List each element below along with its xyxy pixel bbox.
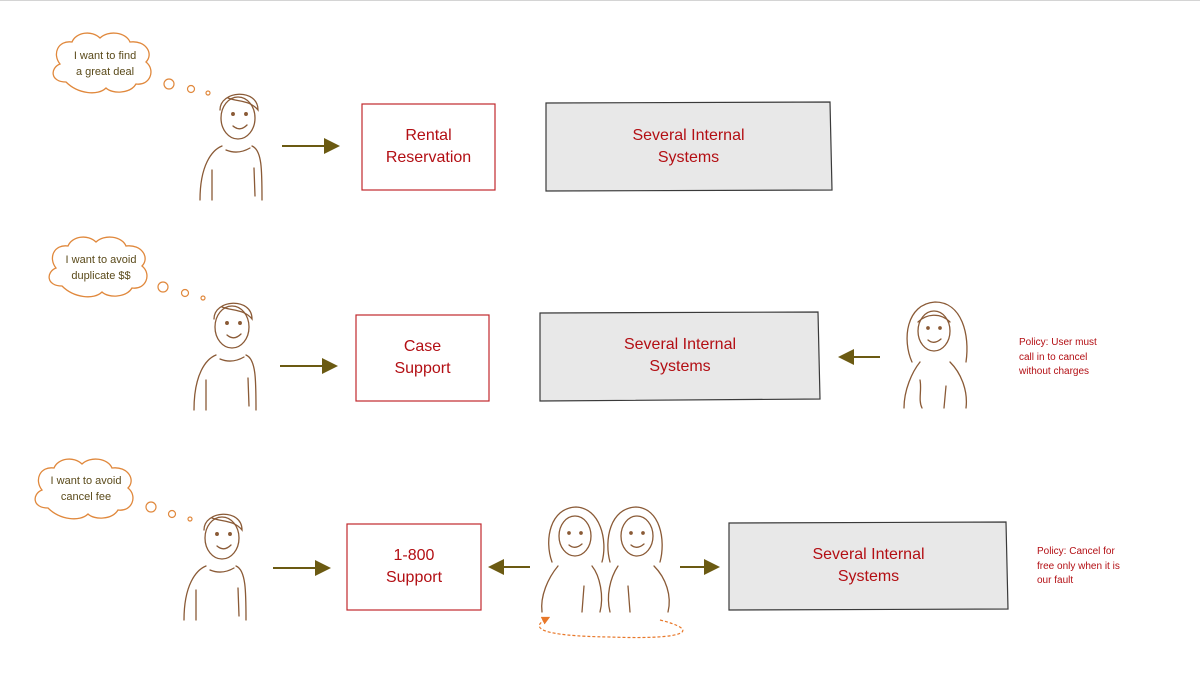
internal-systems-box-1[interactable] bbox=[545, 101, 833, 192]
internal-systems-label: Several Internal Systems bbox=[623, 336, 737, 375]
case-support-label: Case Support bbox=[394, 338, 451, 377]
internal-systems-label: Several Internal Systems bbox=[632, 127, 745, 166]
cycle-arrow-icon bbox=[538, 616, 684, 639]
case-support-box[interactable] bbox=[355, 314, 490, 402]
man-figure-icon bbox=[183, 513, 247, 621]
internal-systems-box-3[interactable] bbox=[728, 521, 1009, 611]
man-figure-icon bbox=[193, 302, 257, 411]
thought-cloud-icon bbox=[48, 236, 206, 301]
internal-systems-label: Several Internal Systems bbox=[812, 546, 925, 585]
thought-cloud-icon bbox=[34, 458, 193, 522]
thought-cloud-icon bbox=[52, 32, 211, 96]
rental-reservation-label: Rental Reservation bbox=[385, 127, 472, 166]
internal-systems-box-2[interactable] bbox=[539, 311, 821, 402]
policy-note: Policy: User must call in to cancel with… bbox=[1019, 337, 1097, 377]
two-women-figure-icon bbox=[541, 506, 670, 613]
policy-note: Policy: Cancel for free only when it is … bbox=[1037, 546, 1120, 586]
top-divider bbox=[0, 0, 1200, 1]
toll-free-support-box[interactable] bbox=[346, 523, 482, 611]
rental-reservation-box[interactable] bbox=[361, 103, 496, 191]
man-figure-icon bbox=[199, 93, 263, 201]
thought-text: I want to avoid cancel fee bbox=[50, 475, 122, 503]
toll-free-support-label: 1-800 Support bbox=[385, 547, 443, 586]
thought-text: I want to find a great deal bbox=[73, 50, 137, 78]
woman-figure-icon bbox=[903, 301, 968, 409]
thought-text: I want to avoid duplicate $$ bbox=[65, 254, 137, 282]
